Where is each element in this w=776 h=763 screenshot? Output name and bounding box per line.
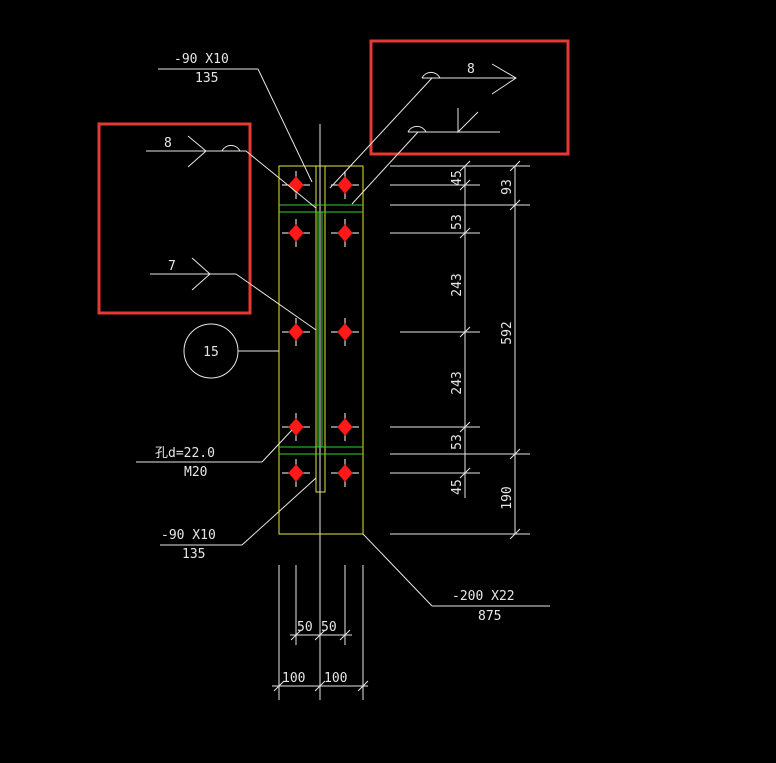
horizontal-dimension-lines xyxy=(272,565,369,700)
dim-100-left: 100 xyxy=(282,671,305,686)
web-strip xyxy=(315,165,326,493)
main-plate-length: 875 xyxy=(478,609,501,624)
stiffener-lines xyxy=(279,204,363,455)
dim-50-right: 50 xyxy=(321,620,337,635)
hole-diameter: 孔d=22.0 xyxy=(155,446,215,461)
leader-hole xyxy=(136,429,293,463)
dim-45-top: 45 xyxy=(450,170,465,186)
weld-size-left-top: 8 xyxy=(164,136,172,151)
bolt xyxy=(331,318,359,346)
weld-size-left-bottom: 7 xyxy=(168,259,176,274)
dim-100-right: 100 xyxy=(324,671,347,686)
bolt-group xyxy=(282,171,359,487)
plate-bottom-size: -90 X10 xyxy=(161,528,216,543)
leader-plate-top xyxy=(158,68,313,183)
weld-symbol-top-right xyxy=(329,63,517,205)
main-plate-size: -200 X22 xyxy=(452,589,515,604)
bolt xyxy=(282,171,310,199)
highlight-box-top-right xyxy=(369,39,570,156)
plate-bottom-length: 135 xyxy=(182,547,205,562)
bolt-spec: M20 xyxy=(184,465,207,480)
bolt xyxy=(282,459,310,487)
bolt xyxy=(282,318,310,346)
weld-size-top-right: 8 xyxy=(467,62,475,77)
plate-top-size: -90 X10 xyxy=(174,52,229,67)
dim-53-top: 53 xyxy=(450,214,465,230)
bolt xyxy=(282,219,310,247)
highlight-box-left xyxy=(97,122,252,315)
weld-symbol-left xyxy=(146,135,317,331)
plate-top-length: 135 xyxy=(195,71,218,86)
dim-93: 93 xyxy=(500,179,515,195)
dim-243-top: 243 xyxy=(450,273,465,296)
dim-243-bottom: 243 xyxy=(450,371,465,394)
leader-main-plate xyxy=(362,533,550,607)
part-number: 15 xyxy=(203,345,219,360)
bolt xyxy=(331,459,359,487)
dim-190: 190 xyxy=(500,486,515,509)
leader-plate-bottom xyxy=(160,477,317,546)
bolt xyxy=(282,413,310,441)
vertical-dimension-lines xyxy=(390,160,530,540)
dim-45-bottom: 45 xyxy=(450,479,465,495)
dim-53-bottom: 53 xyxy=(450,434,465,450)
dim-592: 592 xyxy=(500,321,515,344)
bolt xyxy=(331,219,359,247)
dim-50-left: 50 xyxy=(297,620,313,635)
main-plate-outline xyxy=(278,165,364,535)
bolt xyxy=(331,171,359,199)
bolt xyxy=(331,413,359,441)
